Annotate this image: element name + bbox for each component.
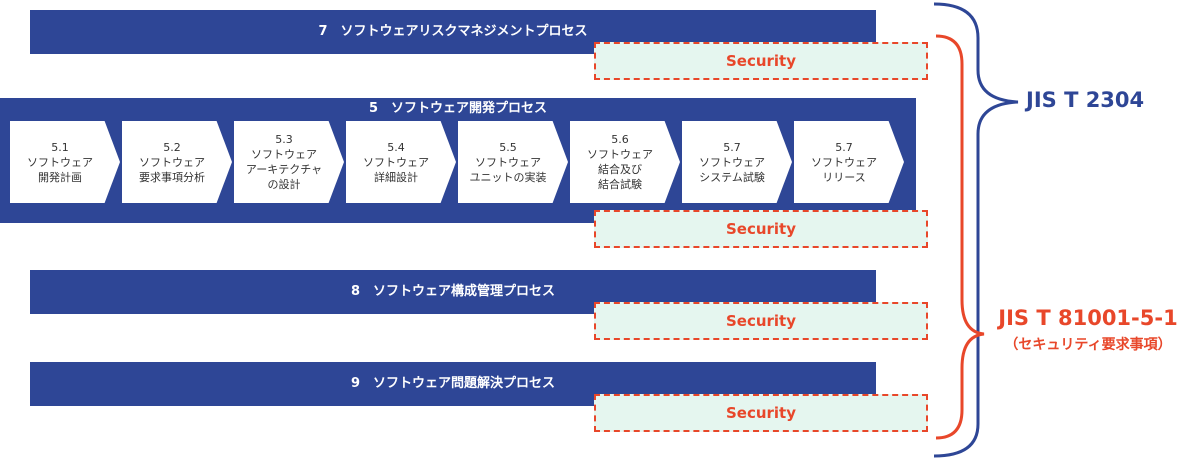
process-bar-risk: 7 ソフトウェアリスクマネジメントプロセス bbox=[30, 10, 876, 54]
step-text-line: ソフトウェア bbox=[139, 155, 205, 169]
step-text-line: ソフトウェア bbox=[699, 155, 765, 169]
brace-jis81001 bbox=[935, 34, 985, 440]
step-text-line: ソフトウェア bbox=[587, 148, 653, 161]
step-number: 5.2 bbox=[163, 140, 181, 154]
step-text-line: ソフトウェア bbox=[27, 155, 93, 169]
step-text-line: の設計 bbox=[267, 178, 301, 191]
step-text-line: 開発計画 bbox=[38, 170, 82, 184]
step-text-line: ユニットの実装 bbox=[469, 170, 547, 184]
step-number: 5.7 bbox=[723, 140, 741, 154]
step-arrow: 5.6 ソフトウェア結合及び結合試験 bbox=[570, 121, 680, 203]
security-box-problem: Security bbox=[594, 394, 928, 432]
step-arrow: 5.3 ソフトウェアアーキテクチャの設計 bbox=[234, 121, 344, 203]
step-text-line: ソフトウェア bbox=[475, 155, 541, 169]
step-text-line: 詳細設計 bbox=[374, 170, 418, 184]
process-label-problem: 9 ソフトウェア問題解決プロセス bbox=[350, 376, 556, 391]
process-label-config: 8 ソフトウェア構成管理プロセス bbox=[350, 284, 556, 299]
security-box-dev: Security bbox=[594, 210, 928, 248]
step-text-line: システム試験 bbox=[699, 170, 765, 184]
step-text-line: ソフトウェア bbox=[251, 148, 317, 161]
label-jis-81001-sub: （セキュリティ要求事項） bbox=[1004, 337, 1172, 353]
step-number: 5.1 bbox=[51, 140, 69, 154]
brace-jis2304 bbox=[933, 2, 1019, 458]
step-number: 5.4 bbox=[387, 140, 405, 154]
label-jis-81001: JIS T 81001-5-1 bbox=[998, 306, 1178, 330]
step-text-line: ソフトウェア bbox=[363, 155, 429, 169]
step-text-line: ソフトウェア bbox=[811, 155, 877, 169]
step-text-line: 結合及び bbox=[598, 163, 642, 176]
step-text-line: リリース bbox=[822, 170, 866, 184]
step-number: 5.6 bbox=[611, 133, 629, 146]
security-box-risk: Security bbox=[594, 42, 928, 80]
step-number: 5.7 bbox=[835, 140, 853, 154]
step-text-line: 要求事項分析 bbox=[139, 170, 205, 184]
label-jis-2304: JIS T 2304 bbox=[1026, 88, 1145, 112]
process-label-dev: 5 ソフトウェア開発プロセス bbox=[368, 101, 548, 116]
step-text-line: アーキテクチャ bbox=[245, 163, 323, 176]
step-number: 5.5 bbox=[499, 140, 517, 154]
process-label-risk: 7 ソフトウェアリスクマネジメントプロセス bbox=[318, 24, 588, 39]
step-text-line: 結合試験 bbox=[598, 178, 642, 191]
security-box-config: Security bbox=[594, 302, 928, 340]
step-number: 5.3 bbox=[275, 133, 293, 146]
